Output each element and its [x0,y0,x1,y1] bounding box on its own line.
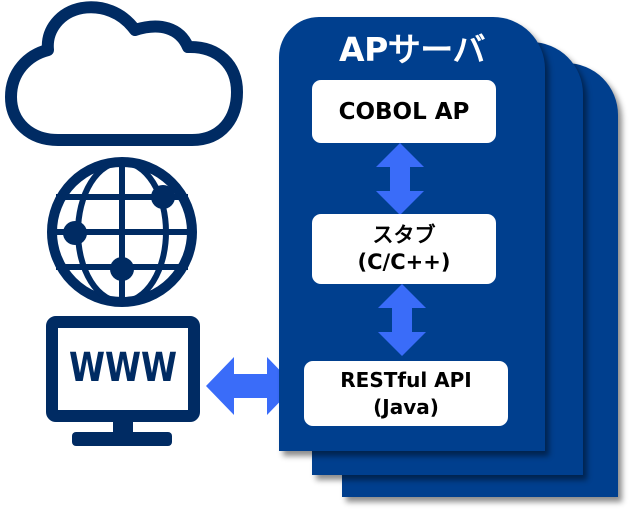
component-stub[interactable]: スタブ (C/C++) [312,214,496,284]
globe-network-icon [47,157,197,307]
double-arrow-vertical-icon [376,143,424,215]
double-arrow-horizontal-icon[interactable] [205,355,297,417]
component-restful-api[interactable]: RESTful API (Java) [304,361,508,426]
component-label: スタブ [372,223,436,247]
component-cobol-ap[interactable]: COBOL AP [312,80,496,143]
component-label: COBOL AP [338,98,470,125]
component-sublabel: (C/C++) [357,250,451,274]
monitor-label: WWW [69,345,177,391]
cloud-icon [5,1,243,146]
monitor-www-icon: WWW [46,316,200,446]
double-arrow-vertical-icon [378,284,426,356]
server-title: APサーバ [339,30,485,69]
component-label: RESTful API [340,367,472,392]
component-sublabel: (Java) [373,394,439,419]
